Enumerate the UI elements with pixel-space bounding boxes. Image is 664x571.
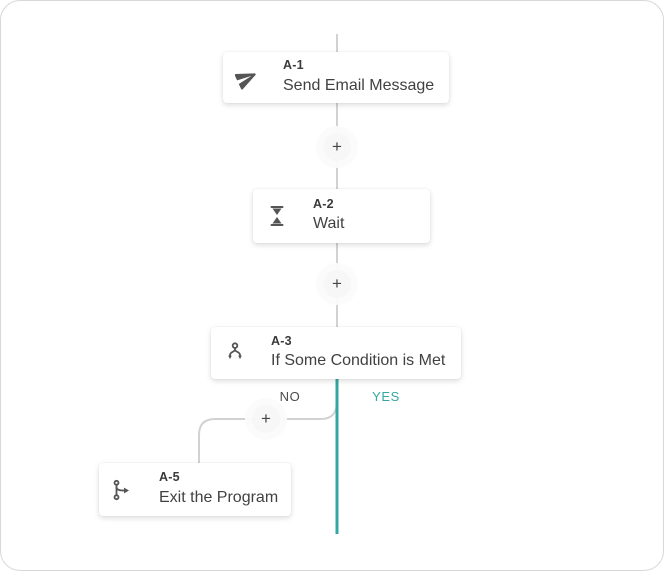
node-label: If Some Condition is Met — [271, 352, 446, 370]
node-card-send-email[interactable]: A-1 Send Email Message — [223, 52, 449, 103]
node-id: A-1 — [283, 58, 304, 73]
add-step-button[interactable]: + — [323, 133, 351, 161]
no-branch-line — [198, 400, 338, 463]
node-id: A-5 — [159, 470, 180, 485]
node-label: Wait — [313, 215, 345, 233]
node-label: Send Email Message — [283, 76, 435, 94]
add-step-button[interactable]: + — [252, 405, 280, 433]
plus-icon: + — [332, 274, 342, 293]
branch-split-icon — [223, 341, 247, 365]
branch-label-no: NO — [279, 389, 301, 404]
node-card-wait[interactable]: A-2 Wait — [253, 189, 430, 243]
add-step-button[interactable]: + — [323, 270, 351, 298]
plus-icon: + — [332, 137, 342, 156]
node-id: A-3 — [271, 333, 292, 348]
send-icon — [235, 66, 259, 90]
exit-icon — [111, 478, 135, 502]
node-card-condition[interactable]: A-3 If Some Condition is Met — [211, 327, 461, 379]
node-card-exit-program[interactable]: A-5 Exit the Program — [99, 463, 291, 516]
node-label: Exit the Program — [159, 488, 279, 506]
node-id: A-2 — [313, 196, 334, 211]
branch-label-yes: YES — [372, 389, 400, 404]
plus-icon: + — [261, 409, 271, 428]
hourglass-icon — [265, 204, 289, 228]
